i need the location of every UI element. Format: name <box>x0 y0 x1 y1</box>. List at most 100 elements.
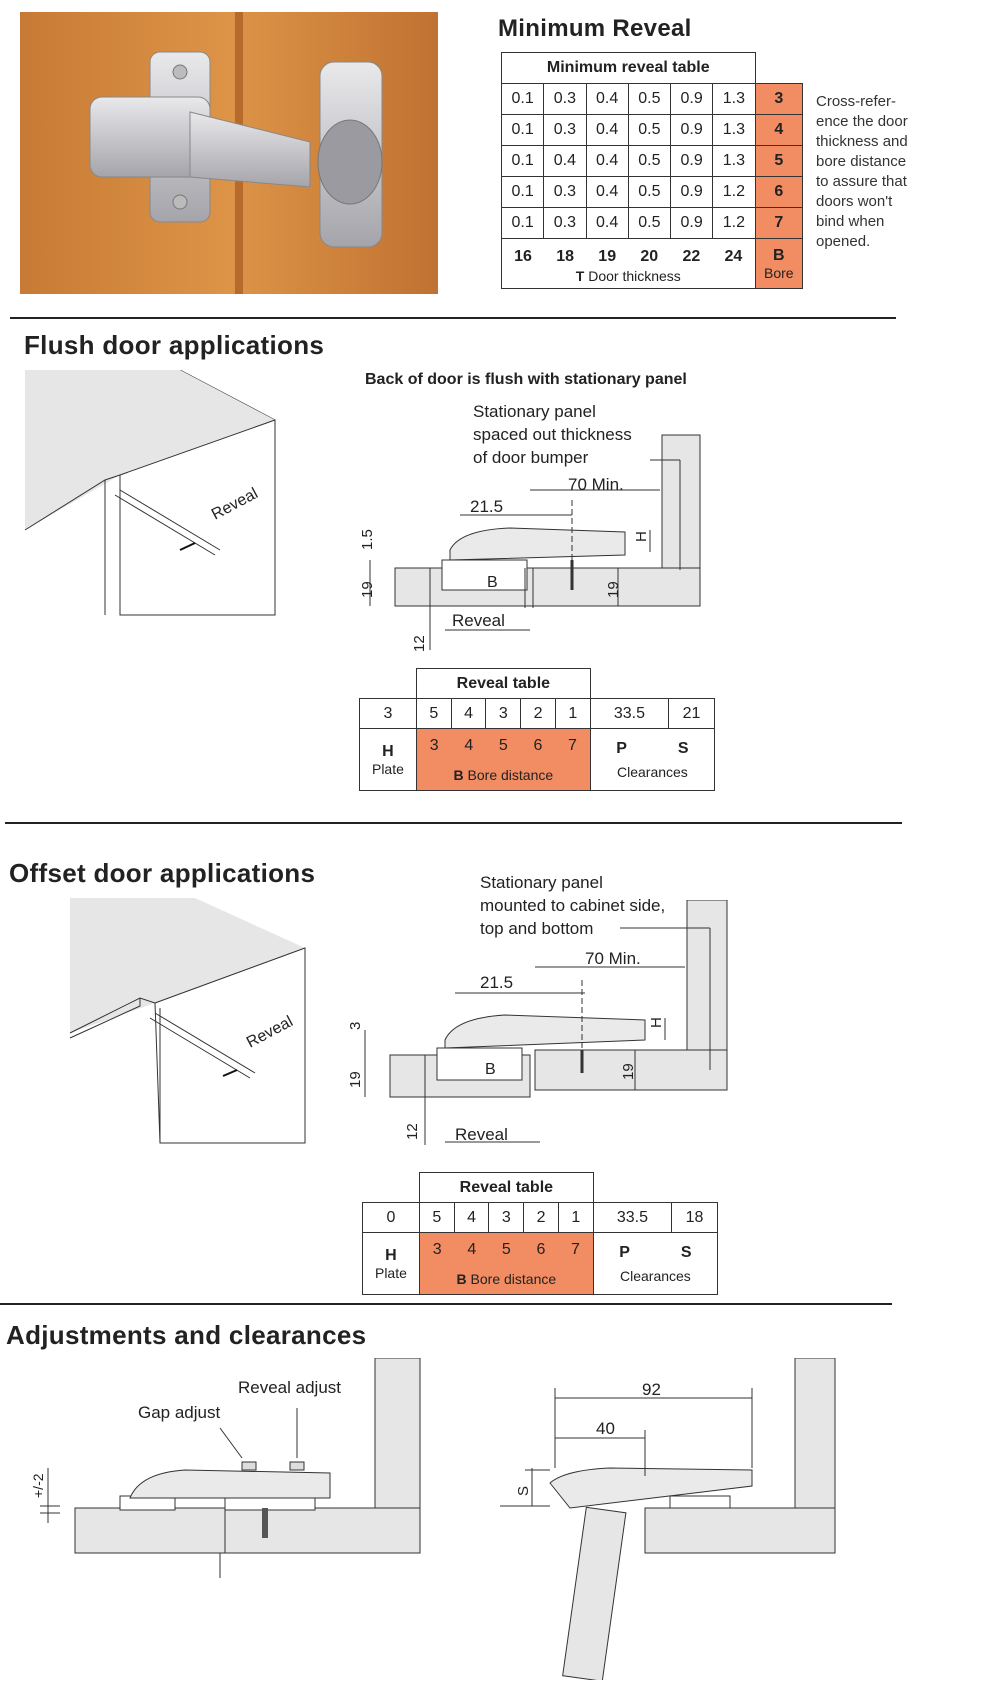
table-cell: 1.2 <box>712 207 756 239</box>
table-cell: 3 <box>488 1202 525 1233</box>
table-cell: 0.3 <box>543 176 587 208</box>
bore-value: 6 <box>533 736 543 754</box>
bore-cell: 4 <box>754 114 804 146</box>
table-cell: 4 <box>450 698 487 729</box>
flush-b-label: B <box>487 574 498 591</box>
table-cell: 0.4 <box>585 207 629 239</box>
clearances-label: Clearances <box>616 763 688 780</box>
offset-dim-19a: 19 <box>347 1071 364 1088</box>
offset-dim-19b: 19 <box>620 1063 637 1080</box>
table-cell: 4 <box>453 1202 490 1233</box>
h-label: H <box>385 1246 397 1264</box>
bore-b-label: B <box>456 1270 467 1287</box>
bore-value: 5 <box>501 1240 511 1258</box>
minimum-reveal-table-title: Minimum reveal table <box>501 52 756 84</box>
offset-dim-3: 3 <box>347 1022 364 1030</box>
bore-cell: 6 <box>754 176 804 208</box>
offset-h-label: H <box>648 1017 665 1028</box>
bore-value: 3 <box>429 736 439 754</box>
table-row: H Plate 3 4 5 6 7 B Bore distance P S Cl… <box>359 728 716 791</box>
table-cell: 0 <box>362 1202 420 1233</box>
bore-value: 6 <box>536 1240 546 1258</box>
flush-section-drawing: 70 Min. 21.5 1.5 19 19 12 B H Reveal <box>359 434 701 652</box>
bore-cell: 7 <box>754 207 804 239</box>
table-row: 0.1 0.3 0.4 0.5 0.9 1.2 7 <box>500 207 804 239</box>
thickness-value: 18 <box>556 247 575 265</box>
reveal-adjust-label: Reveal adjust <box>238 1378 341 1397</box>
flush-door-heading: Flush door applications <box>24 330 325 360</box>
table-cell: 0.5 <box>627 83 672 115</box>
table-cell: 0.9 <box>669 114 714 146</box>
minimum-reveal-table: Minimum reveal table 0.1 0.3 0.4 0.5 0.9… <box>500 52 804 289</box>
flush-dim-70: 70 Min. <box>568 475 624 494</box>
table-cell: 0.4 <box>585 114 629 146</box>
bore-value: 3 <box>432 1240 442 1258</box>
flush-dim-15: 1.5 <box>359 529 376 550</box>
flush-h-label: H <box>633 531 650 542</box>
thickness-value: 16 <box>514 247 532 265</box>
minimum-reveal-heading: Minimum Reveal <box>498 15 692 42</box>
flush-reveal-label: Reveal <box>452 611 505 630</box>
section-divider <box>10 317 896 319</box>
h-label: H <box>382 742 394 760</box>
table-cell: 0.1 <box>500 83 545 115</box>
adjustments-heading: Adjustments and clearances <box>6 1320 367 1350</box>
flush-dim-215: 21.5 <box>470 497 503 516</box>
thickness-label: Door thickness <box>588 267 681 284</box>
table-row: 3 5 4 3 2 1 33.5 21 <box>359 698 715 729</box>
table-cell: 0.4 <box>543 145 587 177</box>
thickness-value: 24 <box>724 247 743 265</box>
offset-door-heading: Offset door applications <box>9 858 316 888</box>
bore-value: 5 <box>498 736 508 754</box>
adjustments-drawing-right: 92 40 S <box>500 1358 836 1680</box>
bore-cell: 3 <box>754 83 804 115</box>
bore-b-label: B <box>772 246 785 264</box>
s-label: S <box>680 1243 692 1261</box>
offset-b-label: B <box>485 1061 496 1078</box>
table-cell: 0.9 <box>669 176 714 208</box>
bore-distance-label: Bore distance <box>467 766 554 783</box>
thickness-value: 20 <box>640 247 659 265</box>
flush-reveal-table-title: Reveal table <box>415 668 591 699</box>
table-cell: 0.5 <box>627 145 672 177</box>
thickness-t-label: T <box>575 267 585 284</box>
table-cell: 0.4 <box>585 145 629 177</box>
gap-adjust-label: Gap adjust <box>138 1403 220 1422</box>
table-cell: 1.2 <box>712 176 756 208</box>
table-cell: 1 <box>557 1202 594 1233</box>
table-cell: 0.1 <box>500 207 545 239</box>
p-label: P <box>616 739 627 757</box>
table-cell: 0.4 <box>585 176 629 208</box>
table-cell: 3 <box>485 698 522 729</box>
table-cell: 0.3 <box>543 83 587 115</box>
section-divider <box>5 822 902 824</box>
section-divider <box>0 1303 892 1305</box>
clearances-label: Clearances <box>619 1267 691 1284</box>
flush-subtitle: Back of door is flush with stationary pa… <box>365 371 687 388</box>
p-label: P <box>619 1243 630 1261</box>
offset-iso-drawing: Reveal <box>69 898 306 1144</box>
table-cell: 5 <box>415 698 452 729</box>
s-label: S <box>677 739 689 757</box>
table-row: 0.1 0.3 0.4 0.5 0.9 1.2 6 <box>500 176 804 208</box>
table-cell: 0.1 <box>500 114 545 146</box>
table-cell: 0.5 <box>627 207 672 239</box>
flush-dim-19b: 19 <box>605 581 622 598</box>
table-cell: 0.9 <box>669 207 714 239</box>
cross-reference-note: Cross-refer- ence the door thickness and… <box>816 93 908 250</box>
offset-reveal-table: Reveal table 0 5 4 3 2 1 33.5 18 H Plate… <box>362 1172 719 1295</box>
flush-reveal-table: Reveal table 3 5 4 3 2 1 33.5 21 H Plate… <box>359 668 716 791</box>
table-cell: 1 <box>554 698 591 729</box>
table-cell: 0.3 <box>543 114 587 146</box>
plate-label: Plate <box>374 1264 407 1281</box>
dim-92: 92 <box>642 1380 661 1399</box>
hinge-photo <box>20 12 438 294</box>
flush-dim-19a: 19 <box>359 581 376 598</box>
table-cell: 33.5 <box>589 698 670 729</box>
bore-b-label: B <box>453 766 464 783</box>
table-cell: 2 <box>523 1202 559 1233</box>
table-cell: 1.3 <box>712 145 756 177</box>
bore-cell: 5 <box>754 145 804 177</box>
table-row: 0 5 4 3 2 1 33.5 18 <box>362 1202 718 1233</box>
table-cell: 18 <box>671 1202 718 1233</box>
